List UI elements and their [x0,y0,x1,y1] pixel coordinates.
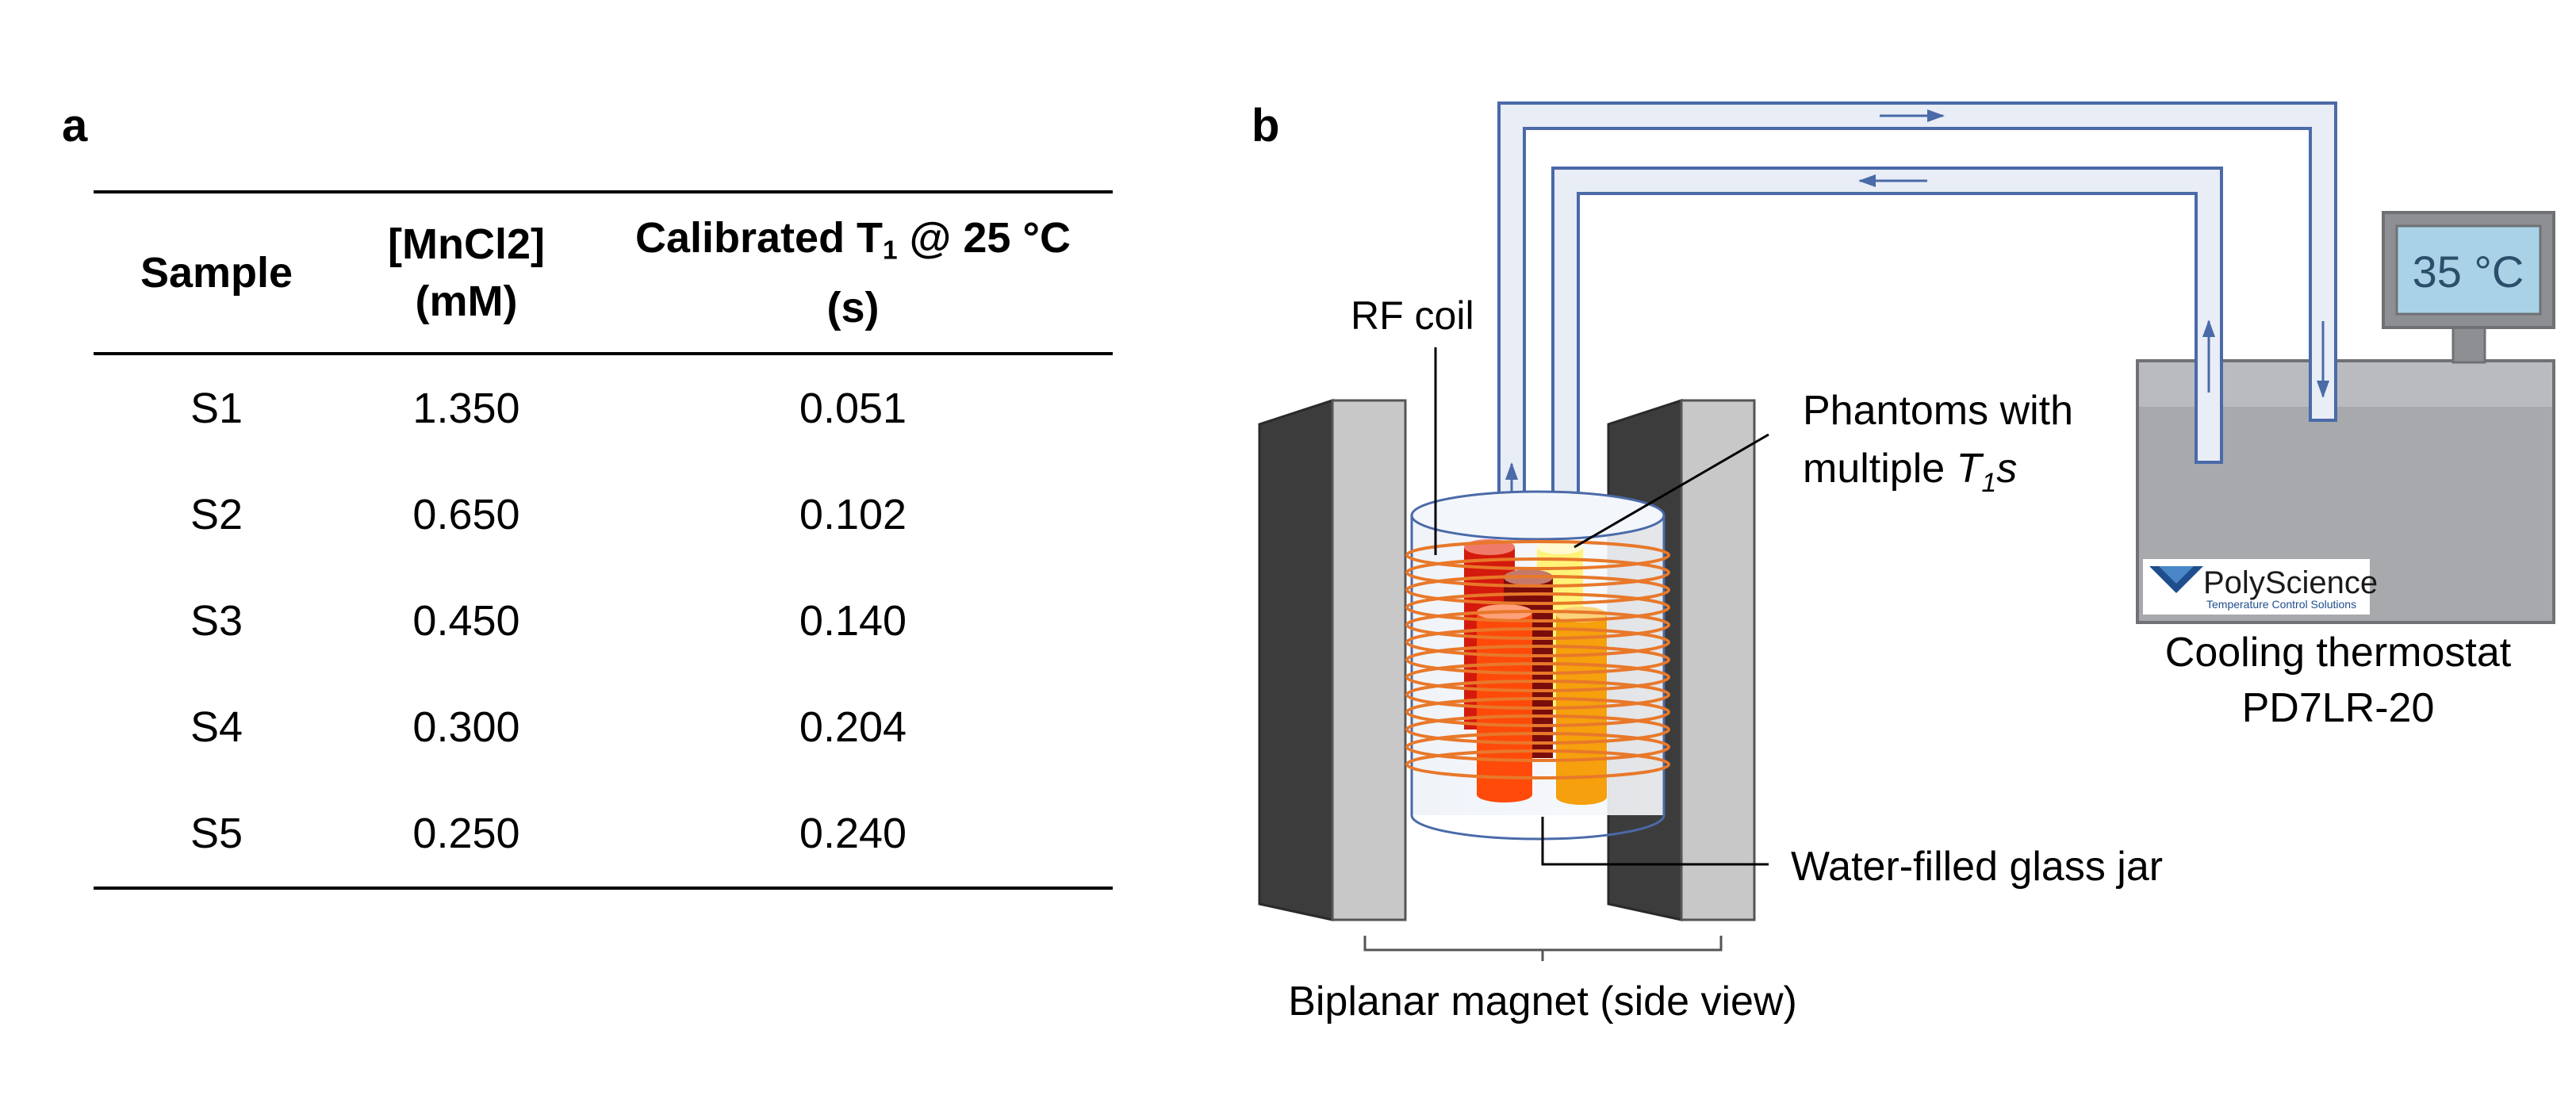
cell-concentration: 0.250 [339,780,593,890]
magnet-bracket [1363,936,1723,961]
table-header-row: Sample [MnCl2](mM) Calibrated T1 @ 25 °C… [94,190,1113,356]
panel-a-label: a [62,100,88,151]
calibration-table: Sample [MnCl2](mM) Calibrated T1 @ 25 °C… [94,190,1113,890]
temperature-display [2395,224,2542,316]
table-row: S2 0.650 0.102 [94,461,1113,568]
header-sample: Sample [94,190,339,356]
header-calibrated-t1: Calibrated T1 @ 25 °C(s) [593,190,1113,356]
cell-t1: 0.102 [799,491,907,539]
cell-concentration: 0.450 [412,597,520,645]
cell-sample: S3 [190,597,243,645]
cell-sample: S5 [94,780,339,890]
outer-tube [1497,101,2337,497]
magnet-label: Biplanar magnet (side view) [1288,979,1797,1024]
phantoms-leader [1574,433,1769,549]
jar-label: Water-filled glass jar [1791,844,2163,890]
thermostat-label-line1: Cooling thermostat [2165,630,2512,676]
brand-name: PolyScience [2203,565,2378,600]
panel-b-label: b [1252,100,1280,151]
cell-t1: 0.204 [799,703,907,752]
cell-sample: S1 [190,385,243,433]
phantom-orangered [1477,604,1532,802]
jar-leader [1541,817,1769,866]
cell-sample: S2 [190,491,243,539]
cell-concentration: 0.300 [412,703,520,752]
display-temperature: 35 °C [2413,247,2524,297]
table-row: S4 0.300 0.204 [94,674,1113,780]
phantoms-label-line2: multiple T1s [1803,446,2017,498]
phantoms-label-line1: Phantoms with [1803,388,2073,434]
inner-tube [1551,167,2223,497]
polyscience-logo: PolyScience Temperature Control Solution… [2143,559,2378,615]
display-stand [2451,326,2486,364]
cell-concentration: 0.650 [412,491,520,539]
brand-tagline: Temperature Control Solutions [2206,598,2356,611]
cell-t1: 0.051 [799,385,907,433]
thermostat-label-line2: PD7LR-20 [2242,685,2435,731]
magnet-pole-left [1258,398,1407,921]
table-row: S5 0.250 0.240 [94,780,1113,890]
rf-coil-label: RF coil [1351,293,1474,338]
rf-coil [1405,540,1670,779]
table-row: S3 0.450 0.140 [94,568,1113,674]
cell-sample: S4 [190,703,243,752]
cell-t1: 0.240 [593,780,1113,890]
header-concentration: [MnCl2](mM) [339,190,593,356]
table-row: S1 1.350 0.051 [94,354,1113,461]
cell-concentration: 1.350 [412,385,520,433]
cell-t1: 0.140 [799,597,907,645]
